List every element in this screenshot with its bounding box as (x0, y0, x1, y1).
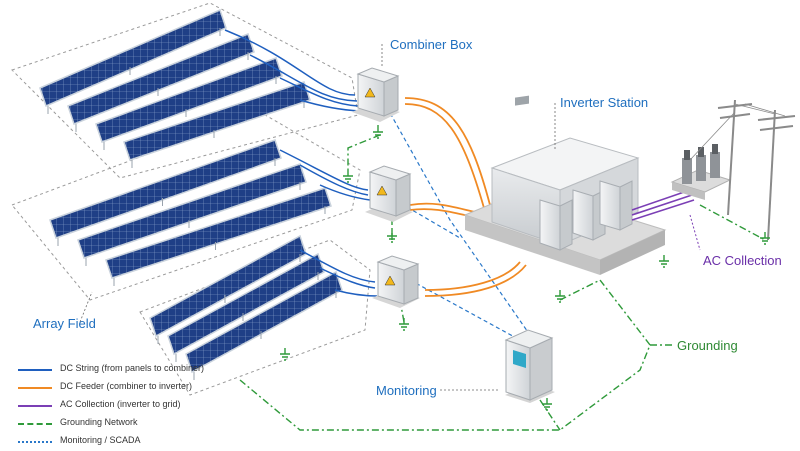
legend-label-dc-feeder: DC Feeder (combiner to inverter) (60, 381, 193, 391)
inverter-pad-edge-right (600, 230, 665, 275)
solar-panel-row (123, 81, 311, 161)
solar-panel-rows (39, 8, 343, 380)
legend-item-dc-string: DC String (from panels to combiner) (18, 361, 218, 379)
combiner-box-2 (365, 165, 413, 222)
monitoring-label: Monitoring (376, 383, 437, 398)
ground-symbol-2 (343, 170, 353, 183)
legend-swatch-monitoring (18, 441, 52, 443)
solar-panel-row (105, 187, 332, 279)
dc-feeder-1b (404, 103, 485, 209)
dc-string-a2 (249, 54, 358, 102)
panel-row-support (47, 28, 221, 114)
dc-string-c1 (299, 249, 376, 283)
panel-row-support (193, 290, 337, 380)
scada-combiner-2 (394, 199, 461, 239)
solar-panel-row (167, 252, 325, 356)
ground-symbol-1 (373, 125, 383, 139)
dc-string-b1 (279, 149, 369, 191)
legend-label-monitoring: Monitoring / SCADA (60, 435, 141, 445)
dc-feeder-3a (424, 261, 521, 291)
solar-panel-row (39, 8, 227, 108)
transmission-poles (689, 99, 796, 241)
legend-label-ac-collection: AC Collection (inverter to grid) (60, 399, 181, 409)
legend-swatch-dc-string (18, 369, 52, 371)
panel-row-support (85, 182, 301, 266)
ground-symbol-6 (555, 290, 565, 303)
legend: DC String (from panels to combiner) DC F… (18, 361, 218, 451)
panel-row-support (75, 52, 249, 132)
ac-callout-line (689, 214, 701, 251)
inverter-station (463, 95, 667, 275)
ground-symbol-7 (659, 255, 669, 268)
combiner-box-3 (372, 255, 420, 308)
ac-line-1 (631, 189, 691, 211)
ground-monitoring-link (539, 399, 561, 431)
array-field-label: Array Field (33, 316, 96, 331)
ground-symbols (280, 125, 770, 411)
array-outline-top (11, 2, 359, 179)
legend-item-grounding: Grounding Network (18, 415, 218, 433)
panel-row-support (113, 206, 326, 286)
combiner-box-label: Combiner Box (390, 37, 473, 52)
ac-line-3 (631, 199, 695, 221)
inverter-pad-edge (465, 215, 600, 275)
legend-item-dc-feeder: DC Feeder (combiner to inverter) (18, 379, 218, 397)
combiner-boxes (352, 67, 420, 308)
pole-left (727, 99, 736, 216)
combiner-box-1 (352, 67, 400, 122)
monitoring-screen (513, 350, 526, 368)
transformer (670, 144, 732, 200)
dc-string-c2 (319, 267, 376, 289)
solar-panel-row (67, 33, 255, 125)
solar-panel-row (185, 270, 343, 374)
ground-symbol-8 (760, 232, 770, 245)
scada-trunk (379, 94, 531, 336)
solar-panel-row (49, 139, 282, 239)
dc-string-b3 (319, 184, 371, 201)
legend-label-dc-string: DC String (from panels to combiner) (60, 363, 205, 373)
ground-main-loop (239, 279, 651, 431)
leader-array (79, 291, 93, 323)
dc-string-a4 (299, 99, 361, 112)
dc-string-a3 (279, 77, 359, 107)
dc-string-c3 (334, 289, 378, 297)
grounding-label: Grounding (677, 338, 738, 353)
ground-symbol-9 (542, 398, 552, 411)
dc-string-a1 (224, 29, 356, 96)
inverter-roof-vent (515, 95, 529, 106)
legend-swatch-grounding (18, 423, 52, 425)
solar-panel-row (95, 57, 283, 143)
ground-link-combiner-1 (347, 134, 381, 170)
legend-item-monitoring: Monitoring / SCADA (18, 433, 218, 451)
legend-swatch-ac-collection (18, 405, 52, 407)
legend-label-grounding: Grounding Network (60, 417, 138, 427)
panel-row-support (103, 76, 277, 150)
monitoring-cabinet (504, 329, 555, 403)
dc-feeder-1a (404, 97, 491, 206)
ground-symbol-3 (387, 230, 397, 243)
scada-combiner-3 (409, 279, 521, 341)
inverter-cabinets (539, 180, 633, 251)
dc-string-b2 (299, 164, 369, 196)
ac-line-2 (631, 194, 693, 216)
solar-panel-row (77, 163, 307, 259)
ac-collection-label: AC Collection (703, 253, 782, 268)
panel-row-support (175, 272, 319, 362)
dc-feeder-3b (424, 264, 527, 297)
ground-symbol-4 (399, 318, 409, 331)
monitoring-network (379, 94, 531, 341)
pole-right (767, 109, 776, 241)
ground-symbol-5 (280, 348, 290, 361)
panel-row-support (57, 158, 276, 246)
dc-strings (224, 29, 378, 297)
legend-swatch-dc-feeder (18, 387, 52, 389)
legend-item-ac-collection: AC Collection (inverter to grid) (18, 397, 218, 415)
callout-leaders (79, 44, 556, 391)
panel-row-support (157, 254, 301, 344)
ground-transformer-link (699, 204, 766, 241)
inverter-station-label: Inverter Station (560, 95, 649, 110)
ac-collection (631, 189, 701, 251)
